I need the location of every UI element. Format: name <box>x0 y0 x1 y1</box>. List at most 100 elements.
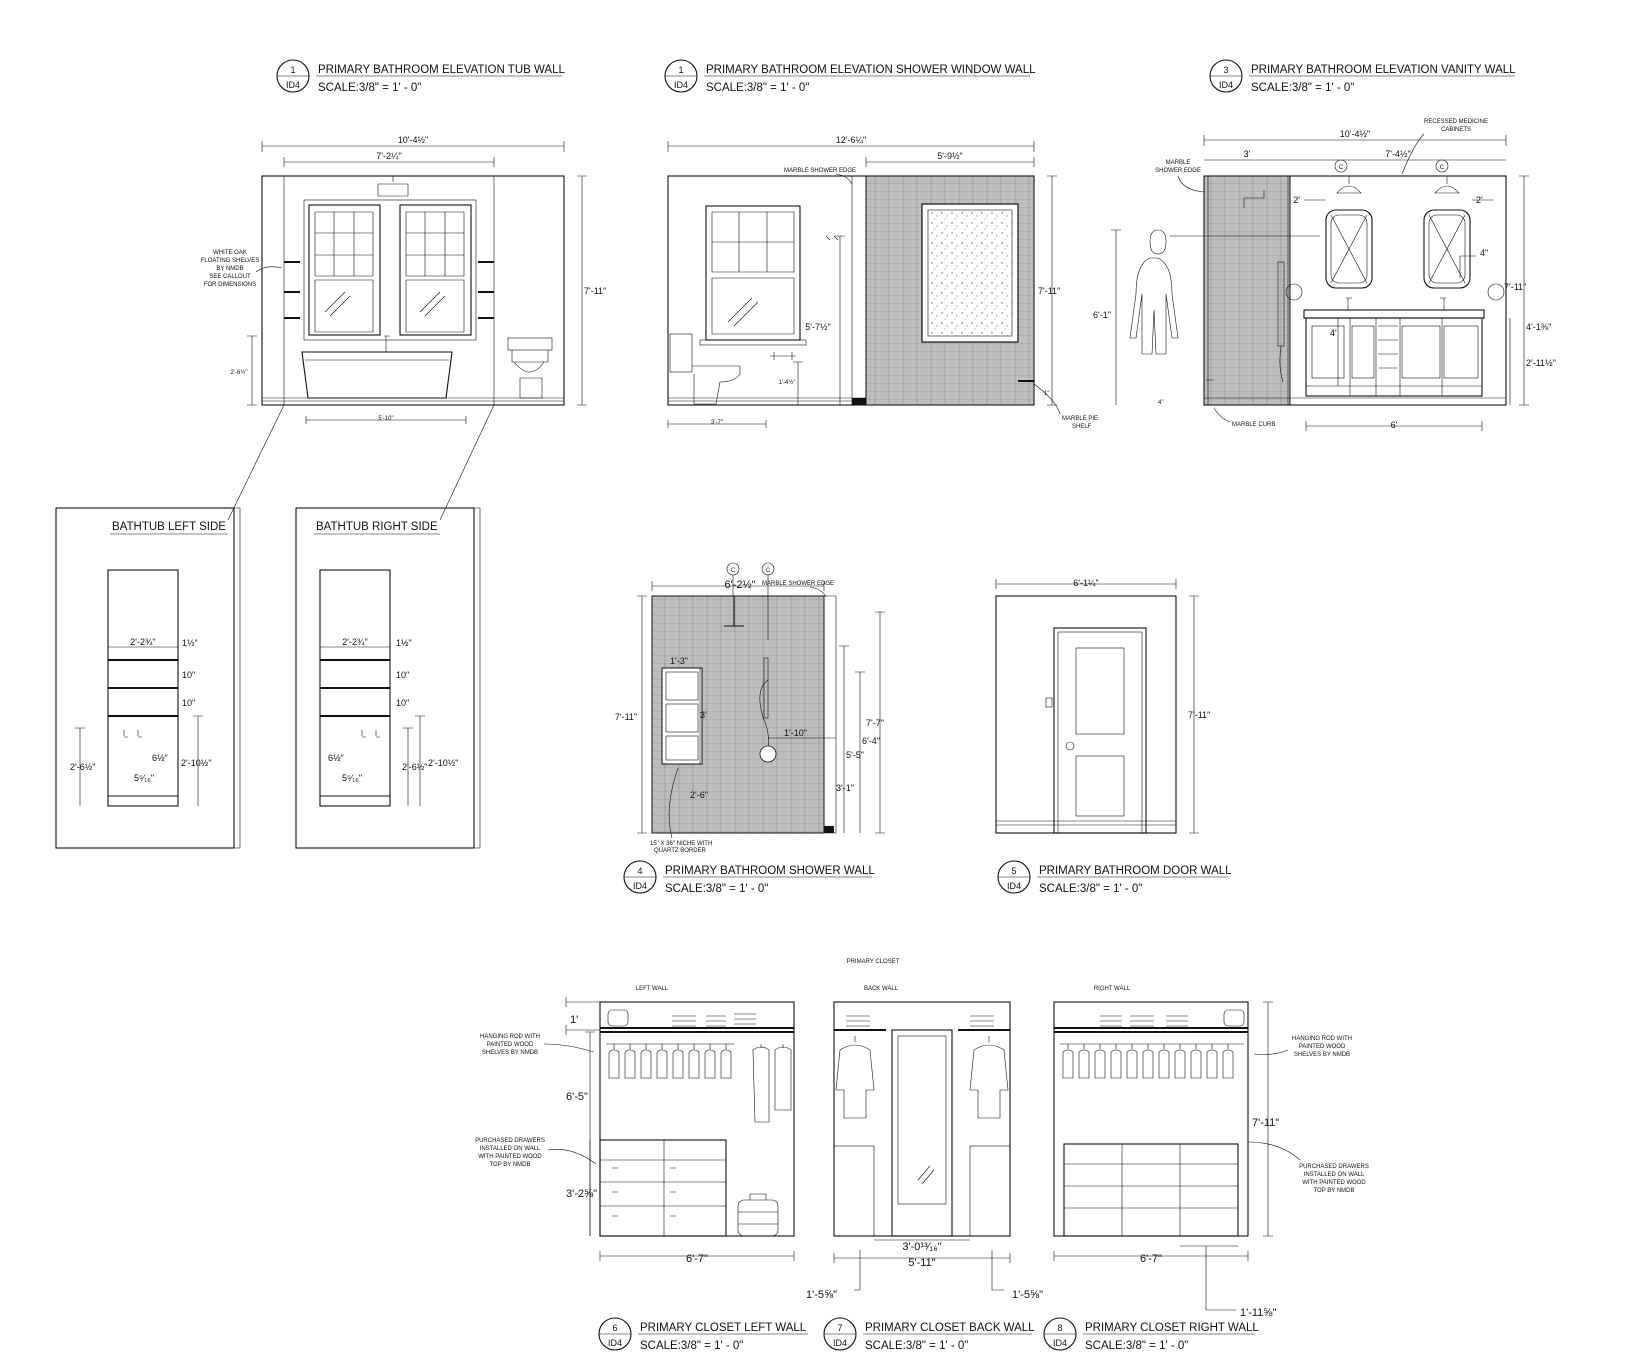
dim-label: 1'-4½" <box>779 379 796 386</box>
closet-back-wall: 3'-0¹³⁄₁₆" 5'-11" 1'-5⅝" 1'-5⅝" <box>806 1001 1043 1301</box>
dim-label: 10'-4½" <box>398 135 428 145</box>
dim-label: 10" <box>396 698 409 708</box>
note: WHITE OAK <box>213 250 247 256</box>
dim-label: 4" <box>1480 248 1488 258</box>
title-scale: SCALE:3/8" = 1' - 0" <box>640 1340 743 1352</box>
dim-label: 6'-1" <box>1093 310 1111 320</box>
dim-label: 2' <box>1293 195 1300 205</box>
title-number: 5 <box>1011 866 1016 876</box>
dim-label: 2'-10½" <box>428 758 458 768</box>
dim-label: 2'-11½" <box>1526 358 1556 368</box>
callout-title: BATHTUB LEFT SIDE <box>112 521 226 533</box>
note: QUARTZ BORDER <box>654 848 707 854</box>
note: SHOWER EDGE <box>1155 168 1201 174</box>
callout-bathtub-right: BATHTUB RIGHT SIDE 2'-2¾" 1½" 10" 10" 6½… <box>295 507 481 849</box>
dim-label: 6'-1¼" <box>1073 578 1098 588</box>
dim-label: 10'-4½" <box>1340 129 1370 139</box>
note: TOP BY NMDB <box>489 1162 530 1168</box>
note: PURCHASED DRAWERS <box>475 1138 545 1144</box>
note: MARBLE SHOWER EDGE <box>762 581 834 587</box>
dim-label: 7'-11" <box>1188 710 1210 720</box>
note: TOP BY NMDB <box>1313 1188 1354 1194</box>
closet-left-wall: 1' 6'-5" 3'-2⅝" 6'-7" HANGING ROD WITH P… <box>475 997 795 1265</box>
note: BY NMDB <box>216 266 243 272</box>
dim-label: 4" <box>1158 400 1163 406</box>
title-sheet: ID4 <box>674 80 688 90</box>
dim-label: 3' <box>1244 149 1251 159</box>
note: WITH PAINTED WOOD <box>478 1154 542 1160</box>
dim-label: 7'-11" <box>584 286 606 296</box>
title-number: 3 <box>1223 65 1228 75</box>
dim-label: 6'-7" <box>686 1253 708 1265</box>
dim-label: 1'-3" <box>670 656 688 666</box>
tag: C <box>1440 165 1445 171</box>
dim-label: 1'-11⅝" <box>1240 1307 1276 1319</box>
note: MARBLE <box>1166 160 1191 166</box>
tag: C <box>766 568 771 574</box>
title-block-3: 3 ID4 PRIMARY BATHROOM ELEVATION VANITY … <box>1209 59 1516 94</box>
dim-label: 2'-6½" <box>70 762 95 772</box>
title-name: PRIMARY BATHROOM ELEVATION TUB WALL <box>318 64 565 76</box>
dim-label: 2'-6" <box>690 790 708 800</box>
dim-label: 4' <box>1330 328 1337 338</box>
title-block-5: 5 ID4 PRIMARY BATHROOM DOOR WALL SCALE:3… <box>997 860 1232 895</box>
wall-label: BACK WALL <box>864 986 899 992</box>
title-number: 8 <box>1057 1323 1062 1333</box>
title-block-6: 6 ID4 PRIMARY CLOSET LEFT WALL SCALE:3/8… <box>598 1317 808 1352</box>
note: SHELVES BY NMDB <box>482 1050 538 1056</box>
dim-label: 10" <box>182 698 195 708</box>
dim-label: 1" <box>1044 391 1049 397</box>
note: INSTALLED ON WALL <box>1304 1172 1365 1178</box>
dim-label: 6' <box>1391 420 1398 430</box>
note: PURCHASED DRAWERS <box>1299 1164 1369 1170</box>
dim-label: 3'-1" <box>836 783 854 793</box>
title-block-8: 8 ID4 PRIMARY CLOSET RIGHT WALL SCALE:3/… <box>1043 1317 1259 1352</box>
dim-label: 6'-4" <box>862 736 880 746</box>
elevation-shower-wall: C C 6'-2½" 1'-3" 3' 7'-11" 1'-10" 7'-7" … <box>615 562 885 854</box>
note: PAINTED WOOD <box>1299 1044 1346 1050</box>
closet-right-wall: 7'-11" 6'-7" 1'-11⅝" HANGING ROD WITH PA… <box>1053 1001 1369 1319</box>
closet-elevations: PRIMARY CLOSET LEFT WALL BACK WALL RIGHT… <box>475 959 1369 1319</box>
dim-label: 7'-11" <box>1038 286 1060 296</box>
dim-label: 5'-11" <box>908 1257 935 1269</box>
dim-label: 6'-7" <box>1140 1253 1162 1265</box>
dim-label: 3'-0¹³⁄₁₆" <box>902 1241 941 1253</box>
title-number: 6 <box>612 1323 617 1333</box>
dim-label: 6'-2½" <box>724 579 755 591</box>
dim-label: 6½" <box>328 753 344 763</box>
title-block-4: 4 ID4 PRIMARY BATHROOM SHOWER WALL SCALE… <box>623 860 875 895</box>
dim-label: 1½" <box>182 638 198 648</box>
title-sheet: ID4 <box>1053 1338 1067 1348</box>
title-scale: SCALE:3/8" = 1' - 0" <box>1039 883 1142 895</box>
title-number: 1 <box>678 65 683 75</box>
title-scale: SCALE:3/8" = 1' - 0" <box>706 82 809 94</box>
title-sheet: ID4 <box>286 80 300 90</box>
elevation-vanity-wall: C C 10'-4½" 3' 7'-4½" 2' 2' 6'-1" 4" 4' <box>1093 119 1556 431</box>
dim-label: 5'-7½" <box>805 322 830 332</box>
elevation-door-wall: 6'-1¼" 7'-11" <box>995 578 1210 834</box>
title-scale: SCALE:3/8" = 1' - 0" <box>1251 82 1354 94</box>
closet-header: PRIMARY CLOSET <box>847 959 900 965</box>
title-name: PRIMARY BATHROOM DOOR WALL <box>1039 865 1232 877</box>
note: SHELF <box>1072 424 1092 430</box>
dim-label: 6'-5" <box>566 1091 588 1103</box>
dim-label: 7'-7" <box>866 718 884 728</box>
dim-label: 7'-11" <box>615 712 637 722</box>
note: SEE CALLOUT <box>209 274 251 280</box>
dim-label: 7'-2¼" <box>376 151 401 161</box>
dim-label: 2'-6½" <box>231 369 248 376</box>
title-scale: SCALE:3/8" = 1' - 0" <box>665 883 768 895</box>
dim-label: 1'-5⅝" <box>1012 1289 1043 1301</box>
title-number: 4 <box>637 866 642 876</box>
dim-label: 2'-10½" <box>181 758 211 768</box>
note: CABINETS <box>1441 127 1471 133</box>
tag: C <box>1339 165 1344 171</box>
elevation-tub-wall: 10'-4½" 7'-2¼" 7'-11" 2'-6½" 5'-10" WHIT… <box>201 135 606 521</box>
dim-label: 7'-4½" <box>1385 149 1410 159</box>
title-block-2: 1 ID4 PRIMARY BATHROOM ELEVATION SHOWER … <box>664 59 1036 94</box>
dim-label: 2'-6½" <box>402 762 427 772</box>
title-number: 7 <box>837 1323 842 1333</box>
title-name: PRIMARY BATHROOM ELEVATION VANITY WALL <box>1251 64 1516 76</box>
title-sheet: ID4 <box>608 1338 622 1348</box>
